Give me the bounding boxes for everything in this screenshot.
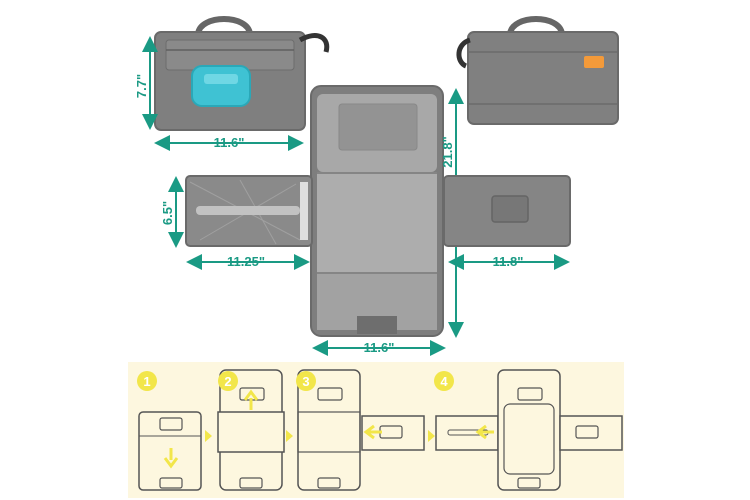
dim-top-left-width: 11.6"	[214, 135, 245, 150]
step-4: 4	[434, 369, 623, 491]
folded-bag-back	[456, 16, 619, 125]
step-1-number: 1	[143, 374, 150, 389]
step-2: 2	[217, 369, 285, 491]
right-pocket-flap	[443, 175, 571, 247]
dim-side-right-width: 11.8"	[493, 254, 524, 269]
folded-bag-front	[154, 16, 330, 131]
step-3: 3	[296, 369, 425, 491]
step-1: 1	[137, 371, 202, 491]
dim-center-height: 21.8"	[440, 136, 455, 167]
dim-side-left-height: 6.5"	[160, 201, 175, 225]
brand-tag	[584, 56, 604, 68]
step-4-number: 4	[440, 374, 448, 389]
step-3-number: 3	[302, 374, 309, 389]
left-mesh-flap	[185, 175, 313, 247]
dim-center-width: 11.6"	[364, 340, 395, 355]
dim-side-left-width: 11.25"	[227, 254, 265, 269]
dim-top-left-height: 7.7"	[134, 74, 149, 98]
step-2-number: 2	[224, 374, 231, 389]
unfolded-changing-mat	[310, 85, 444, 337]
